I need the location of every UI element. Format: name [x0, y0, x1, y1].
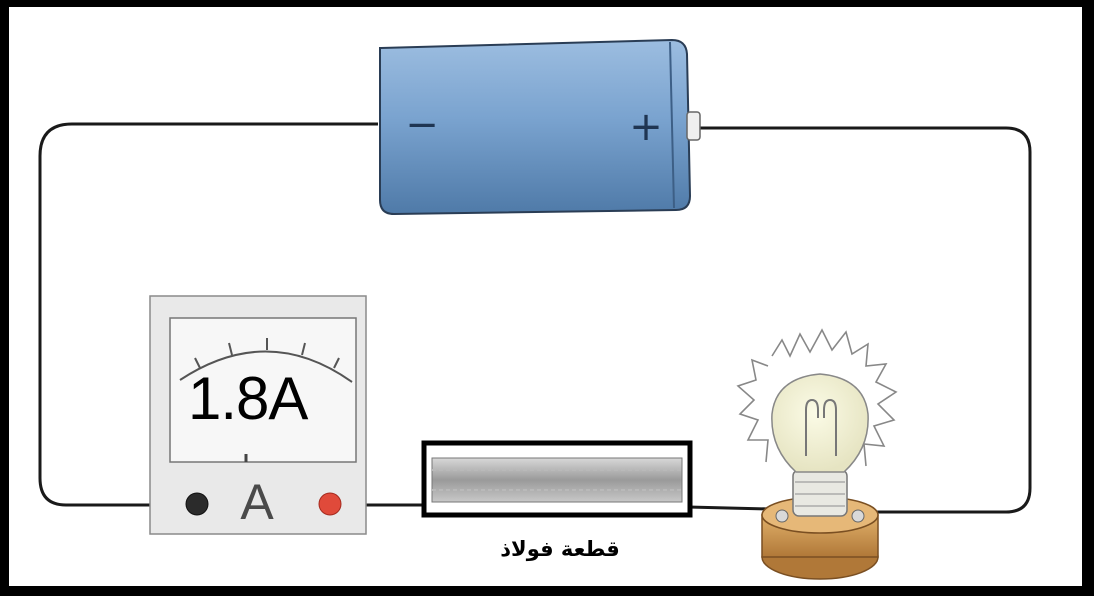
- battery-negative-symbol: −: [405, 102, 439, 148]
- battery: [379, 38, 701, 216]
- bulb-glow-rays: [736, 328, 898, 467]
- battery-positive-symbol: +: [629, 104, 663, 150]
- light-bulb: [736, 328, 898, 580]
- bulb-filament: [805, 398, 837, 456]
- ammeter-unit-symbol: A: [240, 474, 274, 530]
- battery-positive-terminal: [686, 111, 701, 141]
- ammeter-scale-ticks: [194, 338, 340, 369]
- bulb-screw-cap: [792, 469, 848, 517]
- ammeter: [149, 295, 367, 535]
- ammeter-scale-arc: [179, 350, 353, 383]
- circuit-wire: [38, 122, 1032, 514]
- bulb-glass: [771, 373, 869, 473]
- ammeter-dial-face: [169, 317, 357, 463]
- ammeter-reading: 1.8A: [188, 365, 308, 432]
- steel-rod: [421, 440, 693, 518]
- ammeter-negative-terminal: [185, 492, 209, 516]
- ammeter-positive-terminal: [318, 492, 342, 516]
- steel-rod-label: قطعة فولاذ: [500, 537, 620, 561]
